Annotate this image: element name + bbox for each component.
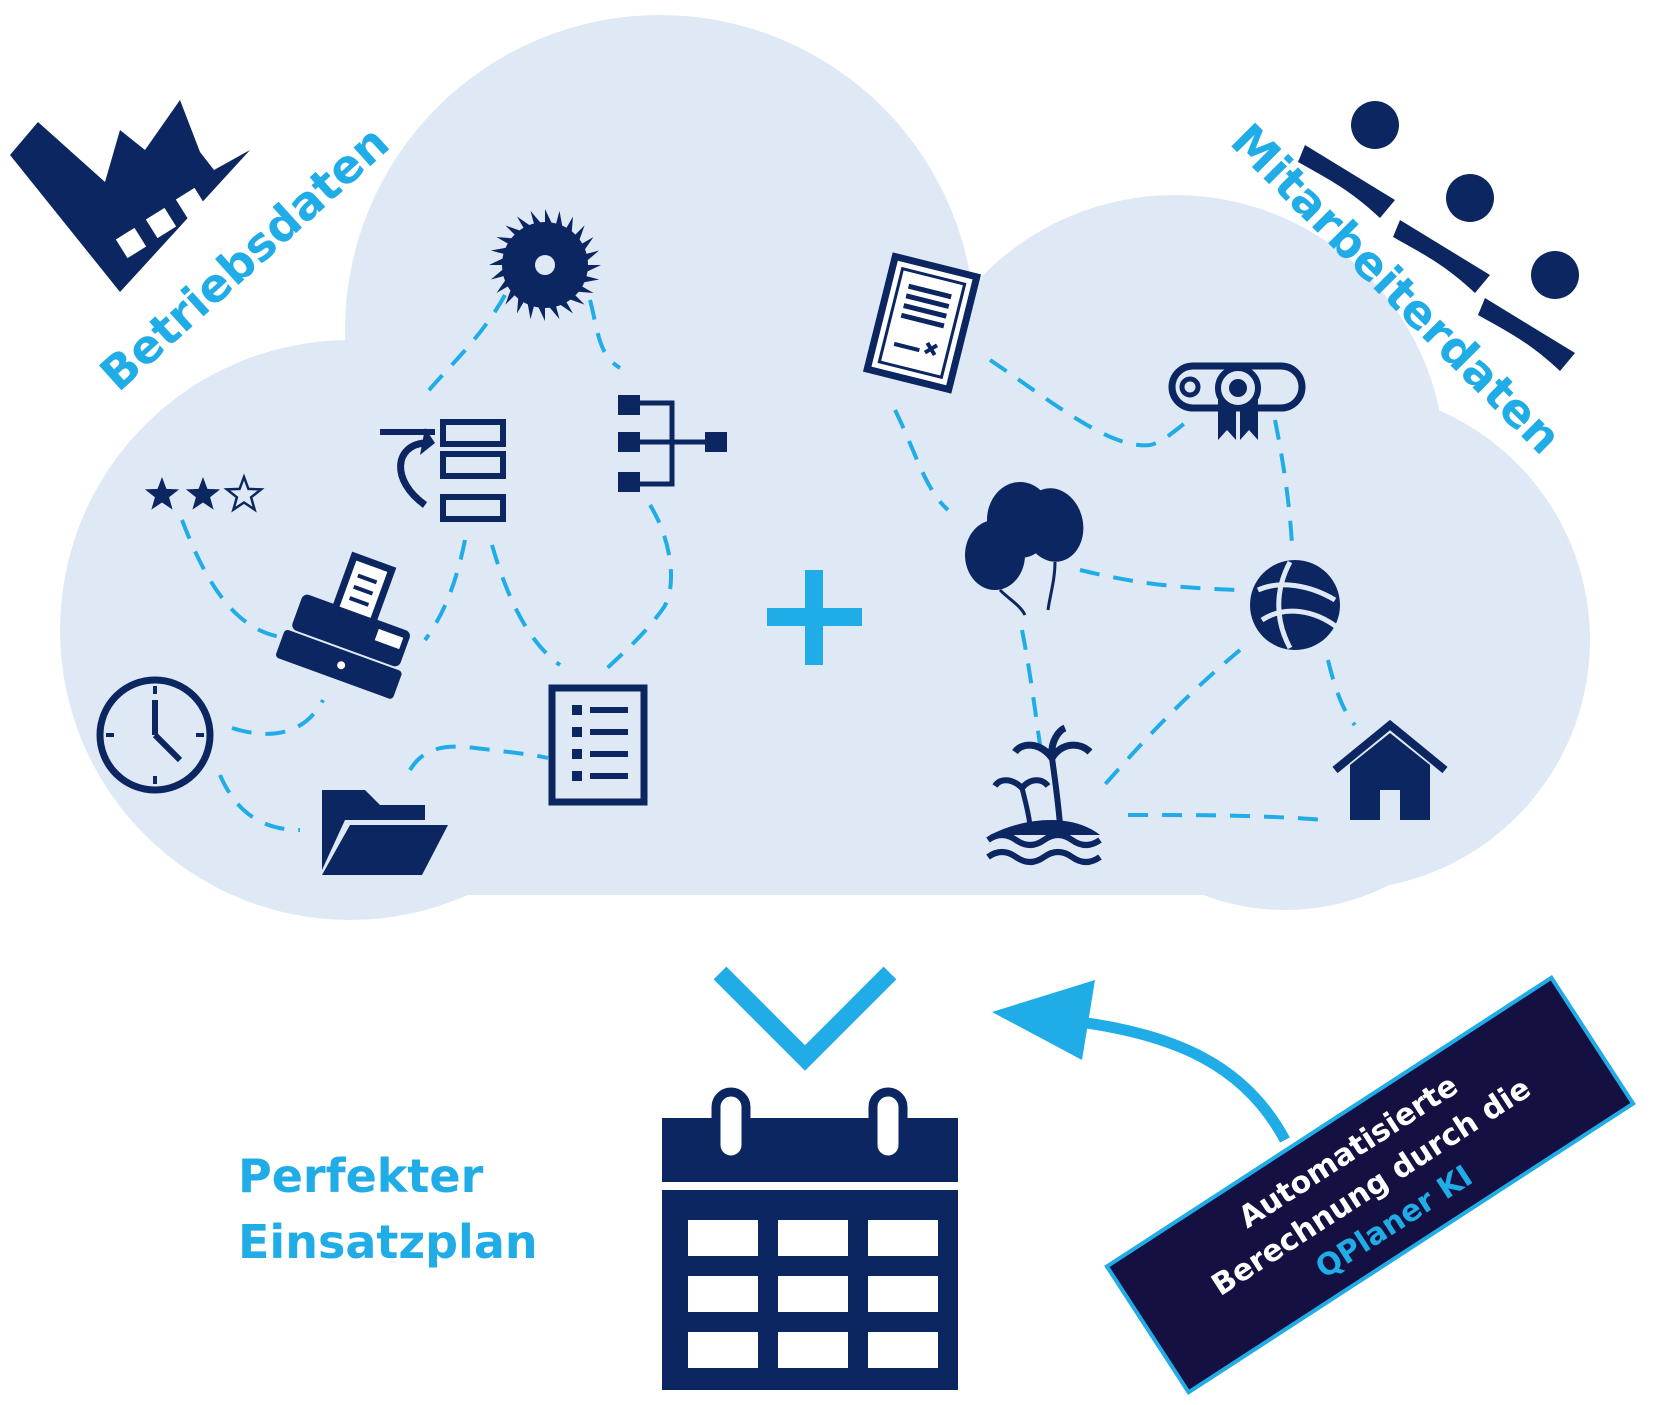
result-title-line2: Einsatzplan	[238, 1215, 538, 1269]
saw-blade-icon	[489, 209, 601, 321]
plus-icon	[767, 570, 862, 665]
diploma-icon	[1168, 362, 1306, 440]
star-rating-icon	[144, 473, 265, 513]
clock-icon	[96, 676, 214, 794]
saw-tooth	[584, 265, 601, 273]
saw-tooth	[489, 257, 506, 265]
connections-left	[180, 294, 674, 832]
reorder-list-icon	[380, 419, 506, 522]
saw-tooth	[545, 209, 553, 226]
star-filled-icon	[185, 477, 221, 510]
saw-tooth	[537, 304, 545, 321]
calendar-cell	[868, 1276, 938, 1312]
chevron-down-icon	[713, 966, 897, 1071]
cloud-background	[60, 15, 1590, 920]
star-empty-icon	[223, 473, 265, 513]
star-filled-icon	[144, 477, 180, 510]
calendar-cell	[868, 1332, 938, 1368]
volleyball-icon	[1250, 560, 1340, 650]
calendar-cell	[868, 1220, 938, 1256]
result-title-line1: Perfekter	[238, 1149, 484, 1203]
calendar-icon	[662, 1087, 958, 1390]
folder-icon	[322, 790, 448, 875]
factory-icon	[10, 100, 250, 292]
island-vacation-icon	[986, 724, 1102, 865]
calendar-cell	[688, 1332, 758, 1368]
balloons-icon	[965, 482, 1084, 616]
ai-calculation-box: Automatisierte Berechnung durch die QPla…	[1104, 975, 1636, 1395]
checklist-icon	[548, 684, 648, 806]
contract-icon	[862, 252, 982, 394]
people-icon	[1298, 101, 1579, 371]
house-icon	[1332, 719, 1448, 820]
calendar-cell	[778, 1332, 848, 1368]
calendar-cell	[778, 1220, 848, 1256]
connections-right	[893, 358, 1357, 822]
calendar-cell	[688, 1276, 758, 1312]
curved-arrow-icon	[992, 980, 1290, 1143]
calendar-cell	[778, 1276, 848, 1312]
hierarchy-icon	[618, 395, 727, 492]
calendar-cell	[688, 1220, 758, 1256]
cash-register-icon	[276, 551, 410, 699]
